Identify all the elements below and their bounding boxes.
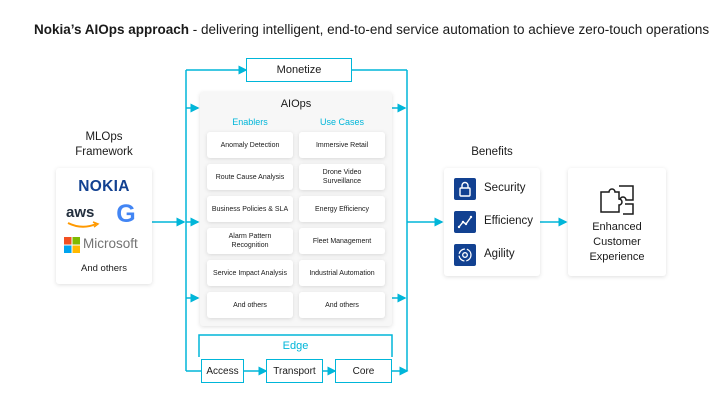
edge-access-box: Access	[201, 359, 244, 383]
use-case-item: Drone Video Surveillance	[299, 164, 385, 190]
mlops-title: MLOps Framework	[75, 131, 133, 158]
enablers-heading: Enablers	[232, 117, 268, 127]
microsoft-squares-icon	[64, 237, 80, 253]
customer-experience-label: Enhanced Customer Experience	[589, 221, 645, 263]
enabler-item: Anomaly Detection	[207, 132, 293, 158]
cycle-gear-icon	[454, 244, 476, 266]
use-case-item: Fleet Management	[299, 228, 385, 254]
use-case-item: Industrial Automation	[299, 260, 385, 286]
enabler-item: Service Impact Analysis	[207, 260, 293, 286]
mlops-card: NOKIA aws G Microsoft And others	[56, 168, 152, 284]
benefits-card: Security Efficiency Agility	[444, 168, 540, 276]
edge-transport-box: Transport	[266, 359, 323, 383]
edge-bracket	[198, 334, 393, 357]
google-logo: G	[116, 199, 136, 228]
use-case-item: Energy Efficiency	[299, 196, 385, 222]
aws-smile-icon	[67, 221, 100, 228]
enabler-item: Alarm Pattern Recognition	[207, 228, 293, 254]
puzzle-icon	[597, 182, 637, 218]
customer-experience-card: Enhanced Customer Experience	[568, 168, 666, 276]
use-cases-heading: Use Cases	[319, 117, 364, 127]
lock-icon	[454, 178, 476, 200]
aws-wordmark: aws	[66, 204, 95, 221]
microsoft-wordmark: Microsoft	[83, 236, 138, 251]
enabler-item: And others	[207, 292, 293, 318]
benefit-label: Agility	[484, 248, 515, 260]
heading-strong: Nokia’s AIOps approach	[34, 22, 190, 37]
mlops-others: And others	[81, 263, 127, 274]
page-heading: Nokia’s AIOps approach - delivering inte…	[34, 22, 709, 37]
benefit-label: Security	[484, 182, 526, 194]
microsoft-logo: Microsoft	[64, 236, 150, 254]
heading-rest: - delivering intelligent, end-to-end ser…	[189, 22, 710, 37]
enabler-item: Business Policies & SLA	[207, 196, 293, 222]
aiops-title: AIOps	[280, 98, 312, 110]
monetize-box: Monetize	[246, 58, 352, 82]
edge-title: Edge	[282, 340, 309, 352]
benefit-security: Security	[454, 178, 540, 202]
enabler-item: Route Cause Analysis	[207, 164, 293, 190]
use-case-item: And others	[299, 292, 385, 318]
aiops-card: AIOps Enablers Use Cases Anomaly Detecti…	[200, 92, 392, 326]
aws-logo: aws	[66, 204, 102, 230]
benefit-efficiency: Efficiency	[454, 211, 540, 235]
benefits-title: Benefits	[471, 146, 513, 158]
nokia-logo: NOKIA	[78, 178, 130, 195]
use-case-item: Immersive Retail	[299, 132, 385, 158]
benefit-agility: Agility	[454, 244, 540, 268]
edge-core-box: Core	[335, 359, 392, 383]
trend-chart-icon	[454, 211, 476, 233]
benefit-label: Efficiency	[484, 215, 534, 227]
